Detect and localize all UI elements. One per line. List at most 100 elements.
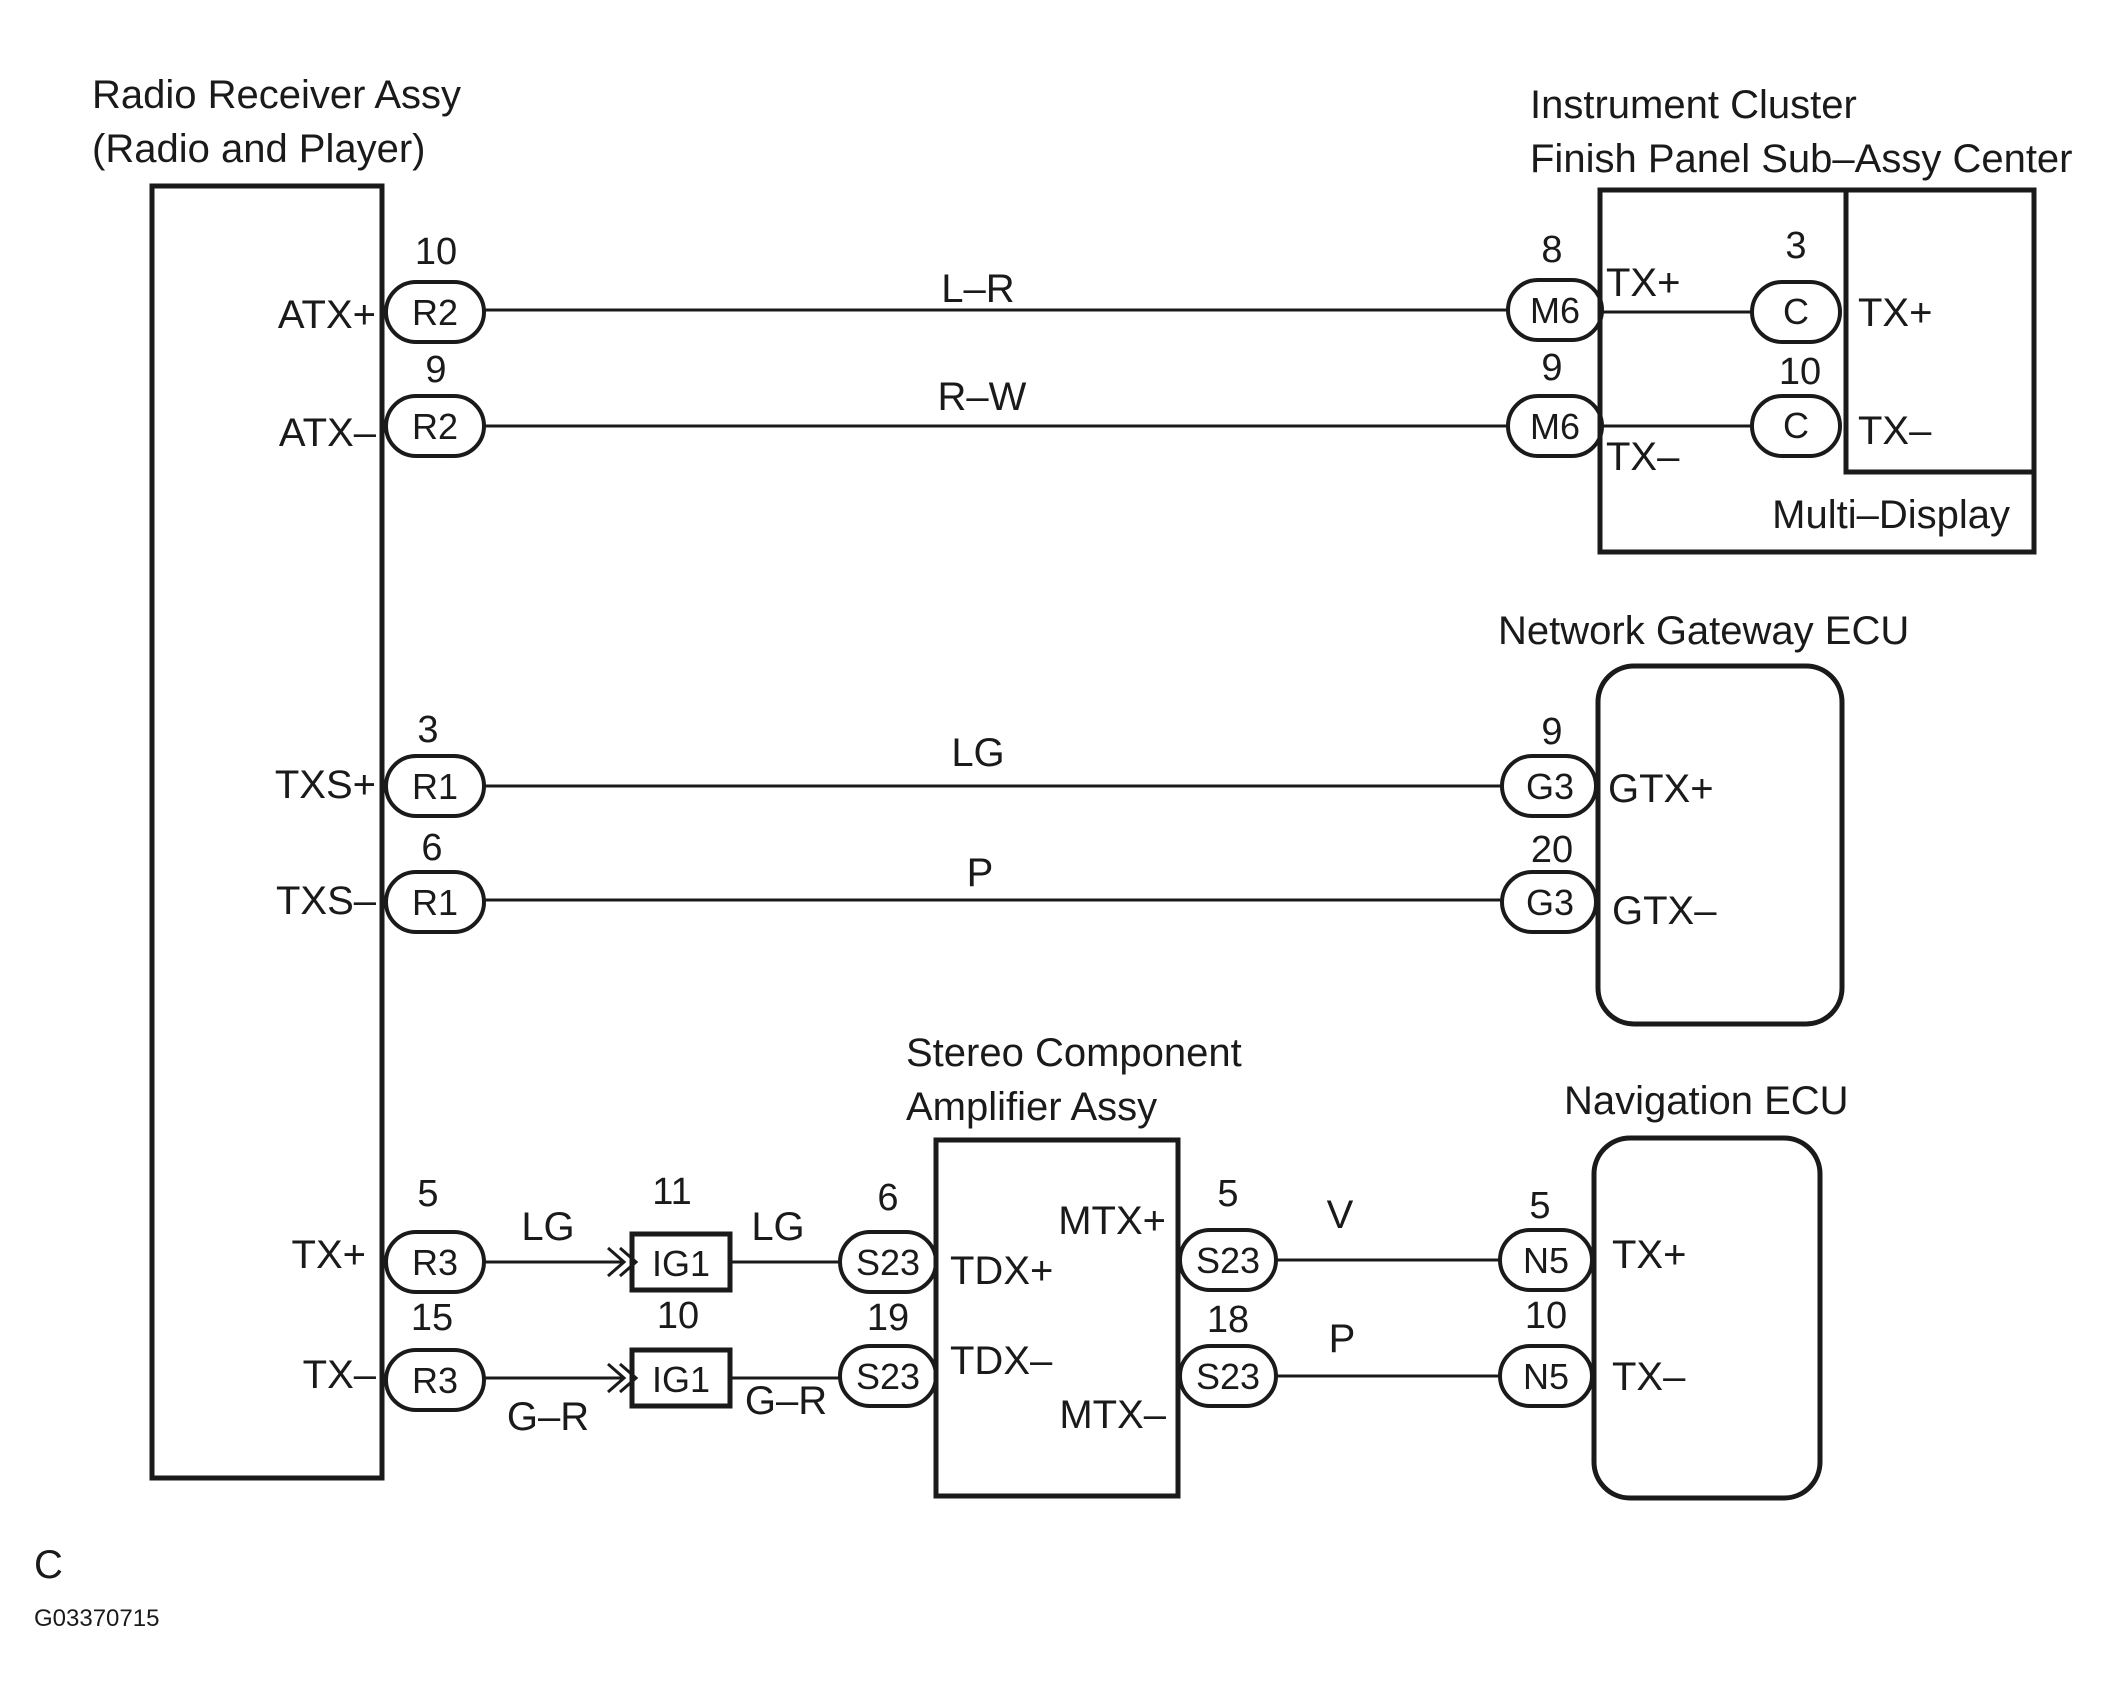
pin-g3-9: 9 bbox=[1541, 711, 1562, 753]
connector-r1-label: R1 bbox=[412, 882, 458, 923]
connector-m6-label: M6 bbox=[1530, 406, 1580, 447]
connector-g3-label: G3 bbox=[1526, 766, 1574, 807]
amplifier-box bbox=[933, 1137, 1181, 1499]
pin-r1-6: 6 bbox=[421, 827, 442, 869]
gateway-terminal-gtx-plus: GTX+ bbox=[1608, 767, 1714, 811]
pin-s23-19: 19 bbox=[867, 1297, 909, 1339]
wire-row-txs: 3 R1 LG 6 R1 P bbox=[384, 709, 1502, 934]
nav-terminal-tx-plus: TX+ bbox=[1612, 1233, 1686, 1277]
connector-c-top bbox=[1750, 280, 1842, 344]
figure-code: G03370715 bbox=[34, 1605, 159, 1632]
wire-row-tx-plus: 5 R3 LG 11 IG1 LG 6 S23 bbox=[384, 1171, 938, 1294]
connector-n5-bottom bbox=[1498, 1344, 1594, 1408]
pin-s23-18: 18 bbox=[1207, 1299, 1249, 1341]
multi-display-label: Multi–Display bbox=[1772, 493, 2010, 537]
connector-ig1-label: IG1 bbox=[652, 1359, 710, 1400]
navigation-title: Navigation ECU bbox=[1564, 1079, 1849, 1123]
wire-label-lg: LG bbox=[521, 1205, 574, 1249]
amplifier-assy: Stereo Component Amplifier Assy TDX+ TDX… bbox=[906, 1031, 1242, 1499]
display-terminal-tx-minus: TX– bbox=[1858, 409, 1932, 453]
wire-label-p: P bbox=[1329, 1317, 1356, 1361]
cluster-terminal-tx-minus: TX– bbox=[1606, 435, 1680, 479]
wire-row-atx-minus: 9 R2 R–W 9 M6 bbox=[384, 347, 1604, 458]
cluster-title-line1: Instrument Cluster bbox=[1530, 83, 1857, 127]
connector-n5-label: N5 bbox=[1523, 1240, 1569, 1281]
pin-ig1-11: 11 bbox=[652, 1171, 691, 1213]
inline-connector-arrow bbox=[607, 1246, 639, 1278]
pin-ig1-10: 10 bbox=[657, 1295, 699, 1337]
radio-terminal-txs-minus: TXS– bbox=[276, 879, 377, 923]
connector-c-label: C bbox=[1783, 291, 1809, 332]
pin-r3-15: 15 bbox=[411, 1297, 453, 1339]
radio-title-line1: Radio Receiver Assy bbox=[92, 73, 461, 117]
connector-m6-label: M6 bbox=[1530, 290, 1580, 331]
footer: C G03370715 bbox=[34, 1543, 159, 1632]
connector-r2-label: R2 bbox=[412, 292, 458, 333]
wire-label-g-r: G–R bbox=[745, 1379, 827, 1423]
wire-label-r-w: R–W bbox=[938, 375, 1027, 419]
pin-n5-5: 5 bbox=[1529, 1185, 1550, 1227]
connector-r3-bottom bbox=[384, 1348, 486, 1412]
navigation-box bbox=[1591, 1135, 1823, 1501]
pin-r2-9: 9 bbox=[425, 349, 446, 391]
amplifier-title-line1: Stereo Component bbox=[906, 1031, 1242, 1075]
gateway-box bbox=[1595, 663, 1845, 1027]
radio-terminal-atx-plus: ATX+ bbox=[278, 293, 376, 337]
connector-s23-label: S23 bbox=[1196, 1356, 1260, 1397]
connector-r3-label: R3 bbox=[412, 1360, 458, 1401]
wire-row-tx-minus: 15 R3 G–R 10 IG1 G–R 19 S23 bbox=[384, 1295, 938, 1439]
connector-s23-label: S23 bbox=[1196, 1240, 1260, 1281]
wire-label-v: V bbox=[1327, 1193, 1354, 1237]
connector-g3-label: G3 bbox=[1526, 882, 1574, 923]
instrument-cluster: Instrument Cluster Finish Panel Sub–Assy… bbox=[1530, 83, 2073, 555]
gateway-terminal-gtx-minus: GTX– bbox=[1612, 889, 1717, 933]
amp-terminal-mtx-minus: MTX– bbox=[1059, 1393, 1166, 1437]
radio-terminal-tx-plus: TX+ bbox=[292, 1233, 366, 1277]
wire-label-g-r: G–R bbox=[507, 1395, 589, 1439]
connector-r2-top bbox=[384, 280, 486, 344]
pin-c-10: 10 bbox=[1779, 351, 1821, 393]
connector-r3-label: R3 bbox=[412, 1242, 458, 1283]
navigation-ecu: Navigation ECU 5 N5 10 N5 TX+ TX– bbox=[1498, 1079, 1849, 1501]
footer-letter: C bbox=[34, 1543, 63, 1587]
connector-c-label: C bbox=[1783, 405, 1809, 446]
radio-receiver: Radio Receiver Assy (Radio and Player) A… bbox=[92, 73, 461, 1481]
amp-terminal-tdx-plus: TDX+ bbox=[950, 1249, 1053, 1293]
amp-terminal-mtx-plus: MTX+ bbox=[1058, 1199, 1166, 1243]
connector-g3-bottom bbox=[1500, 870, 1598, 934]
pin-s23-5: 5 bbox=[1217, 1173, 1238, 1215]
wire-label-lg: LG bbox=[951, 731, 1004, 775]
multi-display-box bbox=[1843, 187, 2037, 475]
nav-terminal-tx-minus: TX– bbox=[1612, 1355, 1686, 1399]
wire-label-l-r: L–R bbox=[941, 267, 1014, 311]
display-terminal-tx-plus: TX+ bbox=[1858, 291, 1932, 335]
connector-s23-label: S23 bbox=[856, 1356, 920, 1397]
radio-box bbox=[149, 183, 385, 1481]
pin-c-3: 3 bbox=[1785, 225, 1806, 267]
connector-c-bottom bbox=[1750, 394, 1842, 458]
radio-title-line2: (Radio and Player) bbox=[92, 127, 426, 171]
inline-connector-arrow bbox=[607, 1362, 639, 1394]
connector-r1-bottom bbox=[384, 870, 486, 934]
pin-s23-6: 6 bbox=[877, 1177, 898, 1219]
connector-r1-label: R1 bbox=[412, 766, 458, 807]
pin-r3-5: 5 bbox=[417, 1173, 438, 1215]
radio-terminal-txs-plus: TXS+ bbox=[275, 763, 376, 807]
pin-m6-8: 8 bbox=[1541, 229, 1562, 271]
pin-g3-20: 20 bbox=[1531, 829, 1573, 871]
pin-r1-3: 3 bbox=[417, 709, 438, 751]
gateway-title: Network Gateway ECU bbox=[1498, 609, 1909, 653]
radio-terminal-tx-minus: TX– bbox=[303, 1353, 377, 1397]
pin-r2-10: 10 bbox=[415, 231, 457, 273]
cluster-title-line2: Finish Panel Sub–Assy Center bbox=[1530, 137, 2073, 181]
connector-s23-label: S23 bbox=[856, 1242, 920, 1283]
wire-label-p: P bbox=[967, 851, 994, 895]
wire-row-mtx: 5 S23 V 18 S23 P bbox=[1178, 1173, 1500, 1408]
amp-terminal-tdx-minus: TDX– bbox=[950, 1339, 1053, 1383]
pin-n5-10: 10 bbox=[1525, 1295, 1567, 1337]
wire-label-lg: LG bbox=[751, 1205, 804, 1249]
pin-m6-9: 9 bbox=[1541, 347, 1562, 389]
amplifier-title-line2: Amplifier Assy bbox=[906, 1085, 1157, 1129]
wire-row-atx-plus: 10 R2 L–R 8 M6 bbox=[384, 229, 1604, 344]
